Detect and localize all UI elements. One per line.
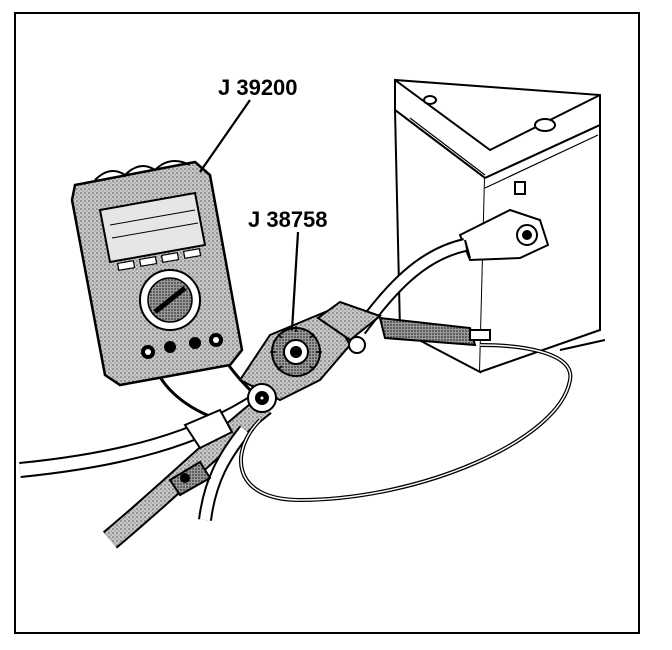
multimeter-label: J 39200 — [218, 75, 298, 100]
tester-label: J 38758 — [248, 207, 328, 232]
multimeter-icon — [70, 160, 244, 387]
cable-clip — [168, 408, 234, 497]
parasitic-draw-switch-icon — [238, 300, 491, 413]
callout-leaders — [199, 99, 300, 331]
ground-cable — [19, 388, 272, 549]
